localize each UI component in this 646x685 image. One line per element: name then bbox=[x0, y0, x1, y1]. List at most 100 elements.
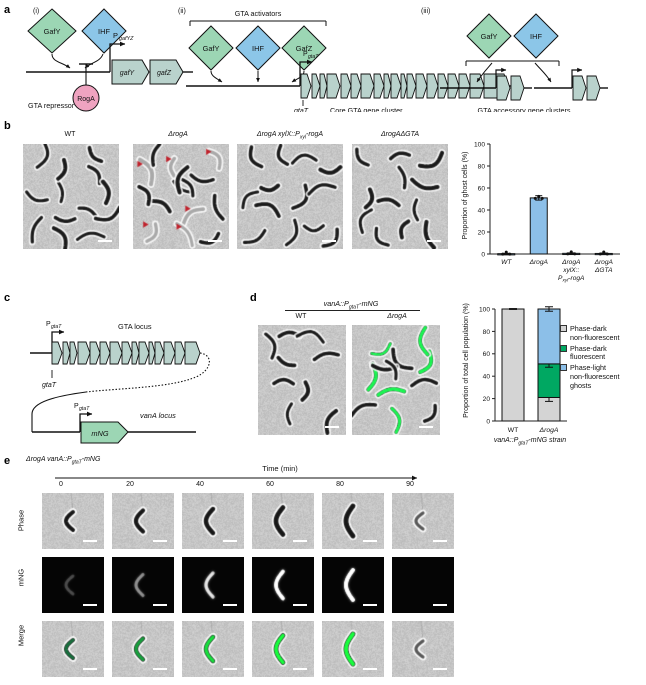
panel-e-timepoints: 0 20 40 60 80 90 bbox=[0, 481, 646, 493]
timepoint-label-5: 90 bbox=[406, 481, 414, 488]
svg-text:WT: WT bbox=[501, 259, 512, 266]
panel-e-cell-mng-80 bbox=[322, 557, 384, 613]
panel-e-strain-label: ΔrogA vanA::PgtaT-mNG bbox=[26, 456, 101, 466]
scale-bar bbox=[433, 668, 447, 670]
panel-d-chart: Proportion of total cell population (%) … bbox=[455, 295, 645, 450]
svg-text:gtaT: gtaT bbox=[308, 54, 319, 60]
timepoint-label-2: 40 bbox=[196, 481, 204, 488]
timepoint-label-3: 60 bbox=[266, 481, 274, 488]
panel-e-time-axis-title: Time (min) bbox=[262, 464, 298, 473]
scale-bar bbox=[325, 426, 339, 428]
scale-bar bbox=[433, 540, 447, 542]
svg-text:mNG: mNG bbox=[91, 429, 108, 438]
svg-text:P: P bbox=[74, 403, 79, 410]
panel-e-cell-merge-40 bbox=[182, 621, 244, 677]
panel-e-cell-phase-60 bbox=[252, 493, 314, 549]
scale-bar bbox=[208, 240, 222, 242]
svg-text:xylX::: xylX:: bbox=[562, 267, 579, 274]
micrograph-drogA bbox=[133, 144, 229, 249]
svg-text:P: P bbox=[303, 51, 308, 58]
panel-e-cell-merge-0 bbox=[42, 621, 104, 677]
panel-e-cell-phase-20 bbox=[112, 493, 174, 549]
panel-d-header-rule bbox=[285, 310, 420, 311]
panel-a-letter: a bbox=[4, 4, 11, 16]
panel-e-cell-phase-80 bbox=[322, 493, 384, 549]
svg-text:Pxyl-rogA: Pxyl-rogA bbox=[558, 275, 585, 284]
svg-text:gafYZ: gafYZ bbox=[119, 36, 134, 42]
svg-text:0: 0 bbox=[481, 251, 485, 258]
svg-text:ΔrogA: ΔrogA bbox=[539, 427, 559, 434]
scale-bar bbox=[153, 604, 167, 606]
svg-text:gtaT: gtaT bbox=[79, 406, 90, 412]
micrograph-d-wt bbox=[258, 325, 346, 435]
panel-e-cell-merge-60 bbox=[252, 621, 314, 677]
panel-b-letter: b bbox=[4, 120, 11, 132]
panel-b-micrograph-label-1: ΔrogA bbox=[168, 131, 188, 138]
svg-text:GTA accessory gene clusters: GTA accessory gene clusters bbox=[478, 106, 571, 112]
scale-bar bbox=[223, 668, 237, 670]
panel-e-cell-merge-90 bbox=[392, 621, 454, 677]
panel-c-diagram: P gtaT GTA locus gtaT P gtaT mNG vanA lo… bbox=[30, 321, 210, 444]
scale-bar bbox=[83, 668, 97, 670]
svg-text:IHF: IHF bbox=[530, 32, 542, 41]
svg-text:0: 0 bbox=[486, 418, 490, 425]
svg-text:60: 60 bbox=[478, 185, 486, 192]
svg-text:40: 40 bbox=[478, 207, 486, 214]
panel-e-letter: e bbox=[4, 455, 11, 467]
timepoint-label-0: 0 bbox=[59, 481, 63, 488]
micrograph-drogA-dGTA bbox=[352, 144, 448, 249]
panel-e-row-label-phase: Phase bbox=[16, 509, 26, 532]
panel-a-diagram: (i) GafY IHF RogA P gafYZ gafY gafZ GTA … bbox=[26, 8, 608, 112]
svg-text:ΔrogA: ΔrogA bbox=[529, 259, 549, 266]
svg-text:GafZ: GafZ bbox=[296, 44, 313, 53]
timepoint-label-4: 80 bbox=[336, 481, 344, 488]
svg-text:20: 20 bbox=[483, 396, 491, 403]
svg-text:gtaT: gtaT bbox=[42, 382, 57, 389]
panel-e-cell-mng-20 bbox=[112, 557, 174, 613]
svg-text:100: 100 bbox=[474, 141, 485, 148]
svg-text:GTA activators: GTA activators bbox=[235, 9, 282, 18]
scale-bar bbox=[363, 540, 377, 542]
svg-text:P: P bbox=[46, 321, 51, 328]
svg-text:80: 80 bbox=[478, 163, 486, 170]
panel-e-cell-merge-80 bbox=[322, 621, 384, 677]
scale-bar bbox=[153, 668, 167, 670]
svg-text:ΔGTA: ΔGTA bbox=[594, 267, 613, 274]
svg-text:80: 80 bbox=[483, 329, 491, 336]
svg-text:20: 20 bbox=[478, 229, 486, 236]
scale-bar bbox=[363, 668, 377, 670]
panel-d-letter: d bbox=[250, 292, 257, 304]
panel-b-micrograph-label-0: WT bbox=[64, 131, 76, 138]
panel-c-letter: c bbox=[4, 292, 11, 304]
svg-text:IHF: IHF bbox=[98, 27, 110, 36]
svg-text:P: P bbox=[113, 31, 118, 40]
svg-text:GTA repressor: GTA repressor bbox=[28, 101, 75, 110]
svg-text:gtaT: gtaT bbox=[294, 108, 309, 112]
svg-text:100: 100 bbox=[479, 306, 490, 313]
svg-text:GafY: GafY bbox=[44, 27, 61, 36]
scale-bar bbox=[83, 540, 97, 542]
panel-e-cell-mng-60 bbox=[252, 557, 314, 613]
scale-bar bbox=[223, 604, 237, 606]
svg-text:gafZ: gafZ bbox=[157, 70, 172, 77]
panel-d-micrograph-label-0: WT bbox=[295, 313, 307, 320]
panel-b-micrograph-label-3: ΔrogAΔGTA bbox=[380, 131, 420, 138]
scale-bar bbox=[293, 668, 307, 670]
svg-text:GafY: GafY bbox=[481, 32, 498, 41]
micrograph-drogA-complement bbox=[237, 144, 343, 249]
scale-bar bbox=[427, 240, 441, 242]
panel-e-row-label-merge: Merge bbox=[16, 624, 26, 647]
scale-bar bbox=[322, 240, 336, 242]
svg-text:Core GTA gene cluster: Core GTA gene cluster bbox=[330, 106, 403, 112]
legend-swatch-phase-light-ghosts bbox=[560, 364, 567, 372]
scale-bar bbox=[83, 604, 97, 606]
scale-bar bbox=[293, 604, 307, 606]
timepoint-label-1: 20 bbox=[126, 481, 134, 488]
micrograph-wt bbox=[23, 144, 119, 249]
panel-e-row-label-mng: mNG bbox=[16, 568, 26, 587]
panel-d-x-axis-label: vanA::PgtaT-mNG strain bbox=[493, 437, 567, 447]
svg-text:(i): (i) bbox=[33, 8, 39, 15]
